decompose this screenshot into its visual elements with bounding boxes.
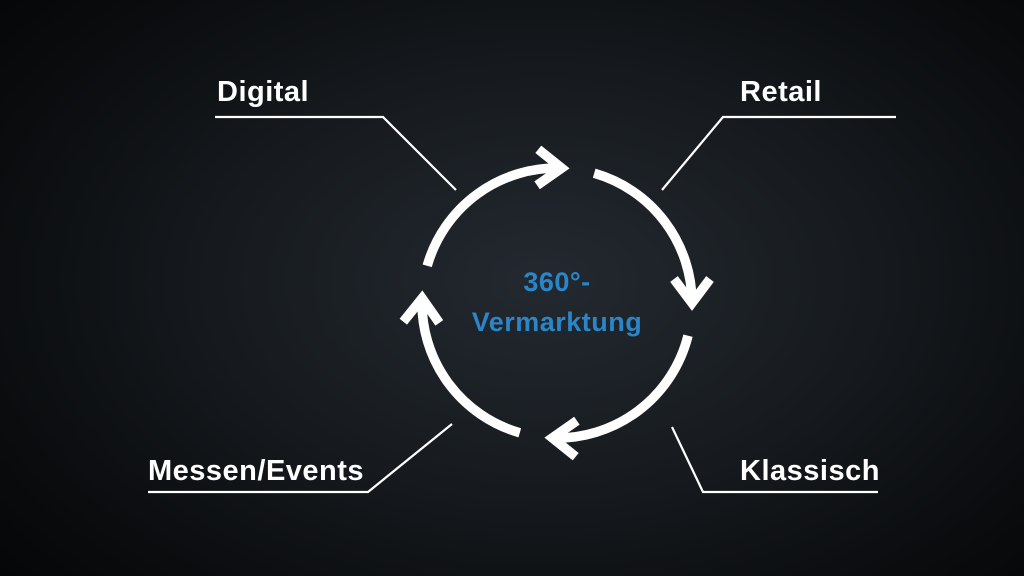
klassisch-leader-line [671,426,878,494]
label-messen-events: Messen/Events [148,455,365,487]
cycle-center-title-line1: 360°- [523,267,591,297]
messen-events-leader-line [148,423,453,494]
label-klassisch: Klassisch [740,455,880,487]
arrow-left-icon [544,416,580,461]
arrow-up-icon [399,290,444,326]
cycle-arc-bottom-left [417,298,522,438]
retail-leader-line [661,115,896,191]
cycle-arc-top-right [592,168,697,304]
cycle-center-title: 360°- Vermarktung [417,262,697,342]
cycle-arc-top-left [422,163,562,268]
cycle-center-title-line2: Vermarktung [471,307,643,337]
digital-leader-line [215,115,457,191]
arrow-right-icon [534,145,570,190]
cycle-arc-bottom-right [552,334,693,443]
label-retail: Retail [740,76,822,108]
label-digital: Digital [217,76,310,108]
arrow-down-icon [670,276,714,311]
